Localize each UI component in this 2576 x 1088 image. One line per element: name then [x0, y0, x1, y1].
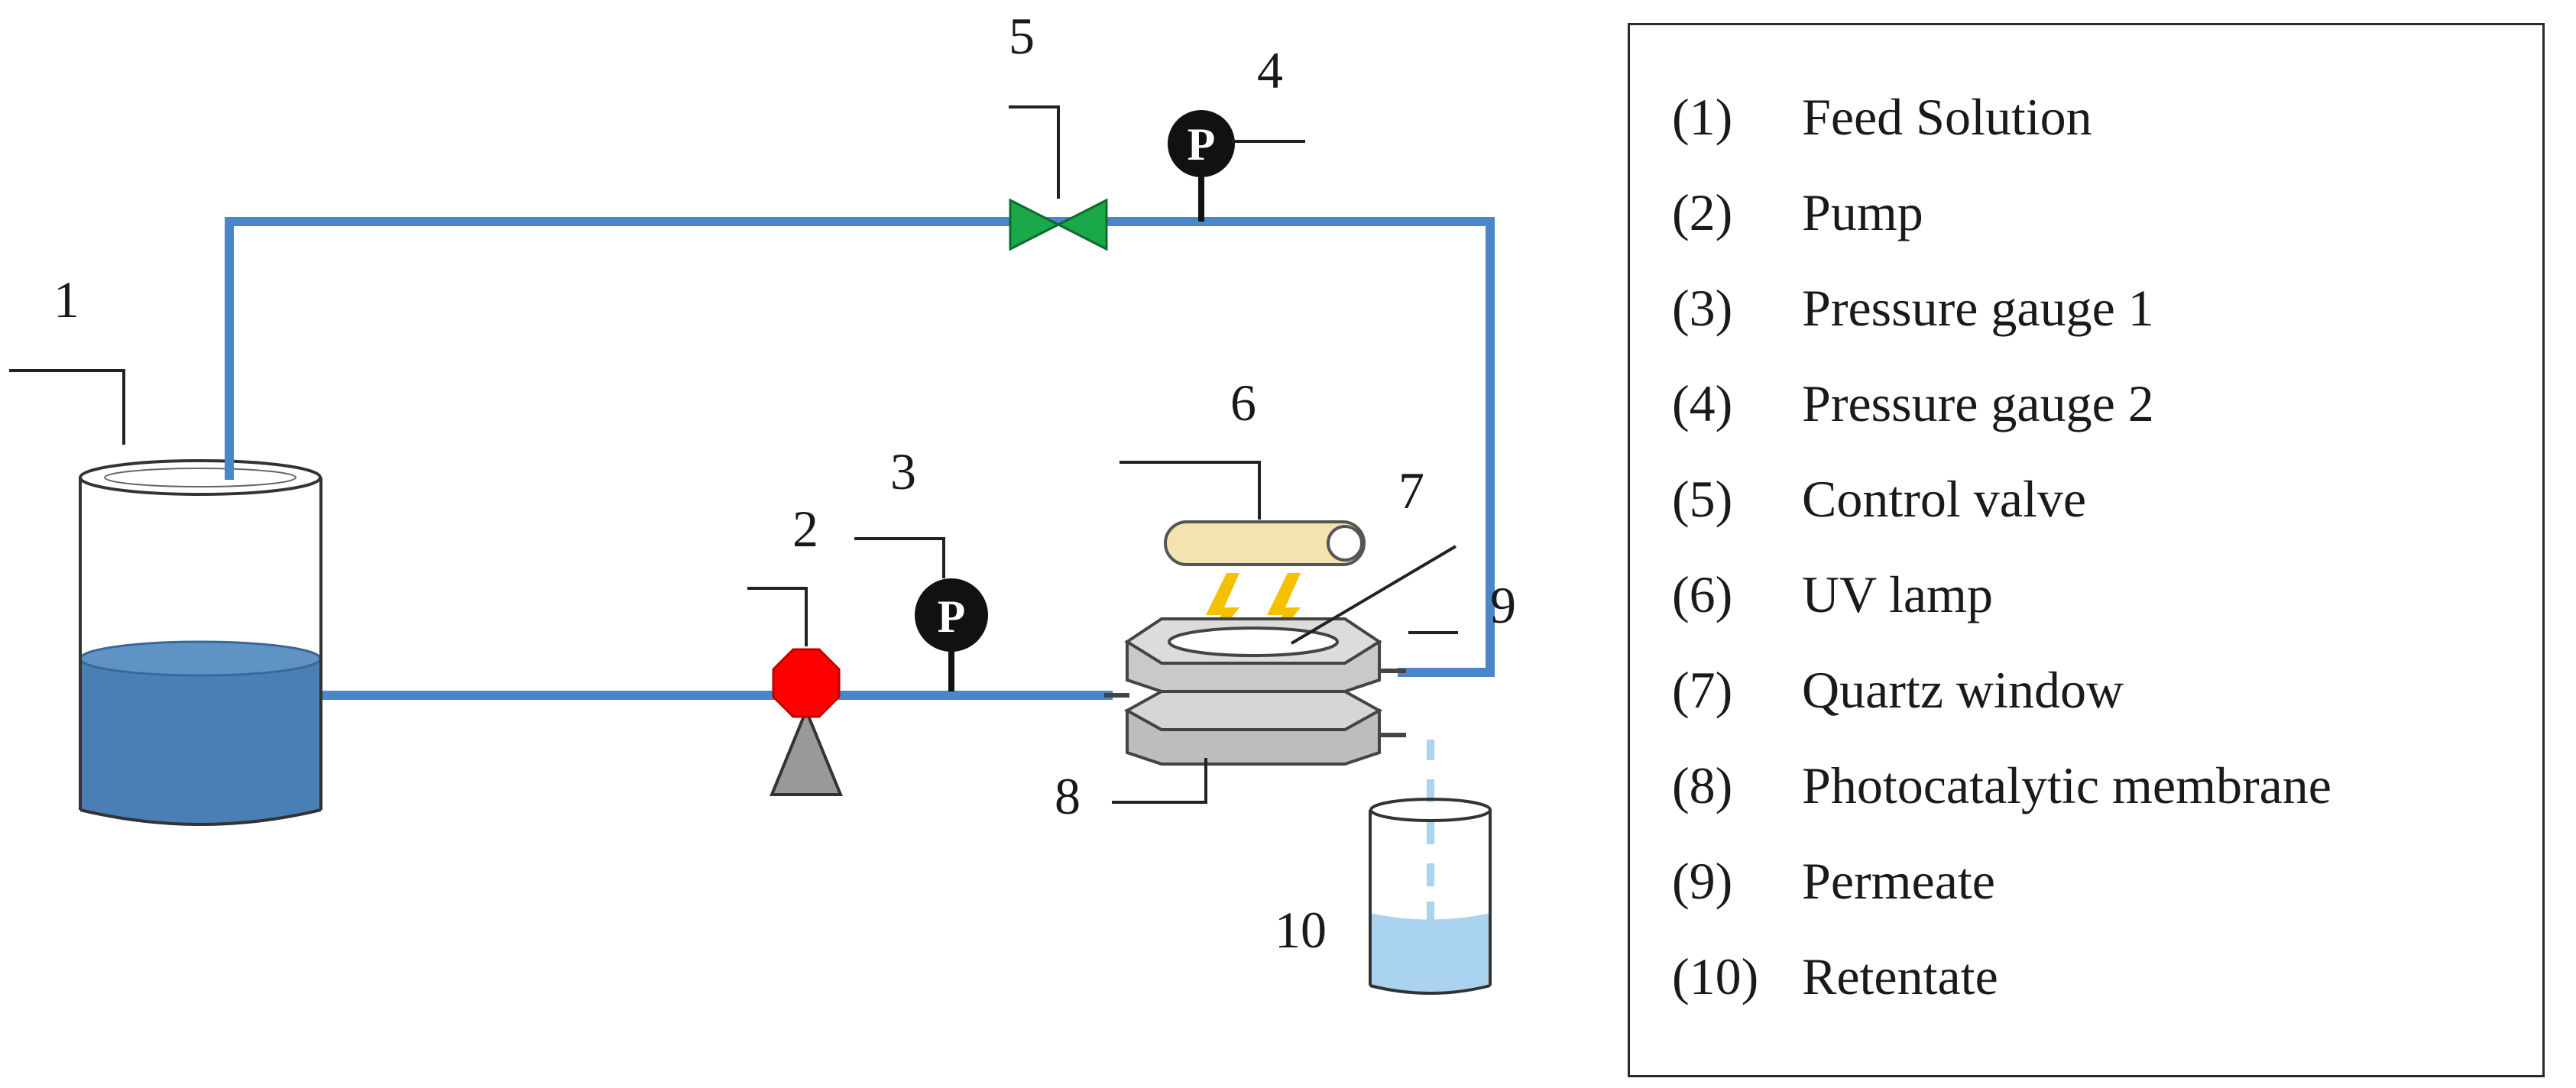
callout-3: 3 — [890, 442, 916, 500]
gauge2-letter: P — [1188, 119, 1216, 170]
legend-item: (3) Pressure gauge 1 — [1672, 274, 2528, 342]
tank-rim — [79, 459, 322, 496]
legend-item: (10) Retentate — [1672, 942, 2528, 1011]
valve-right — [1055, 198, 1108, 251]
legend-item-label: Photocatalytic membrane — [1802, 756, 2331, 814]
legend-item-number: (2) — [1672, 183, 1733, 241]
retentate-beaker — [1369, 798, 1492, 995]
legend-item: (1) Feed Solution — [1672, 83, 2528, 151]
legend-item-label: Pump — [1802, 183, 1923, 241]
lamp-end — [1327, 525, 1363, 562]
legend-item-number: (7) — [1672, 661, 1733, 719]
legend-item-label: Permeate — [1802, 852, 1995, 910]
legend-item: (8) Photocatalytic membrane — [1672, 751, 2528, 820]
legend-item-number: (8) — [1672, 756, 1733, 814]
uv-spark-2 — [1261, 573, 1301, 659]
legend-item-number: (9) — [1672, 852, 1733, 910]
callout-9: 9 — [1490, 576, 1516, 634]
tank-bottom — [79, 808, 322, 826]
pump-body — [772, 648, 841, 718]
legend-item-label: UV lamp — [1802, 565, 1993, 623]
legend-item: (5) Control valve — [1672, 465, 2528, 533]
gauge1-dial — [915, 578, 988, 652]
pressure-gauge-2: P — [1168, 110, 1235, 222]
legend-item-number: (4) — [1672, 374, 1733, 432]
feed-liquid — [80, 659, 321, 824]
callout-2: 2 — [792, 500, 818, 558]
legend-item: (9) Permeate — [1672, 847, 2528, 915]
leader-1 — [9, 369, 125, 445]
uv-rays — [1200, 573, 1301, 659]
callout-5: 5 — [1009, 7, 1035, 65]
uv-spark-1 — [1200, 573, 1239, 659]
callout-6: 6 — [1230, 374, 1256, 432]
valve-left — [1009, 198, 1061, 251]
callout-10: 10 — [1275, 901, 1327, 959]
legend-item-label: Pressure gauge 1 — [1802, 279, 2154, 337]
legend-item-number: (6) — [1672, 565, 1733, 623]
feed-tank — [79, 459, 322, 826]
lamp-tube — [1164, 520, 1366, 566]
control-valve — [1009, 198, 1108, 251]
callout-7: 7 — [1398, 461, 1424, 520]
membrane-module — [1123, 617, 1383, 766]
module-lower-top — [1123, 690, 1383, 731]
feed-liquid-surface — [79, 640, 322, 677]
legend-item: (6) UV lamp — [1672, 560, 2528, 629]
leader-8 — [1112, 758, 1207, 804]
legend-item-label: Feed Solution — [1802, 88, 2092, 146]
pressure-gauge-1: P — [915, 578, 988, 691]
legend-item-number: (1) — [1672, 88, 1733, 146]
legend-item-number: (3) — [1672, 279, 1733, 337]
leader-3 — [854, 537, 945, 578]
leader-7 — [1290, 545, 1457, 645]
callout-4: 4 — [1257, 41, 1283, 99]
leader-lines — [9, 105, 1458, 804]
legend-item-label: Retentate — [1802, 947, 1998, 1005]
callout-8: 8 — [1055, 767, 1081, 825]
return-line — [225, 217, 1495, 677]
beaker-bottom — [1369, 984, 1491, 995]
pump — [770, 648, 843, 796]
leader-6 — [1120, 461, 1261, 520]
quartz-window — [1168, 627, 1339, 657]
legend: (1) Feed Solution (2) Pump (3) Pressure gau… — [1628, 23, 2545, 1077]
callout-1: 1 — [53, 270, 79, 329]
legend-item-label: Pressure gauge 2 — [1802, 374, 2154, 432]
legend-item-label: Quartz window — [1802, 661, 2124, 719]
beaker-rim — [1369, 798, 1492, 822]
leader-2 — [747, 587, 808, 646]
leader-5 — [1009, 105, 1060, 199]
gauge1-letter: P — [938, 591, 966, 642]
gauge2-dial — [1168, 110, 1235, 177]
tank-rim-inner — [104, 468, 296, 487]
legend-item-label: Control valve — [1802, 470, 2087, 528]
uv-lamp — [1164, 520, 1366, 566]
legend-item: (2) Pump — [1672, 178, 2528, 247]
legend-item: (4) Pressure gauge 2 — [1672, 369, 2528, 438]
pump-base — [770, 706, 843, 796]
legend-item-number: (10) — [1672, 947, 1759, 1005]
beaker-liquid — [1370, 913, 1490, 993]
legend-item-number: (5) — [1672, 470, 1733, 528]
legend-item: (7) Quartz window — [1672, 656, 2528, 724]
